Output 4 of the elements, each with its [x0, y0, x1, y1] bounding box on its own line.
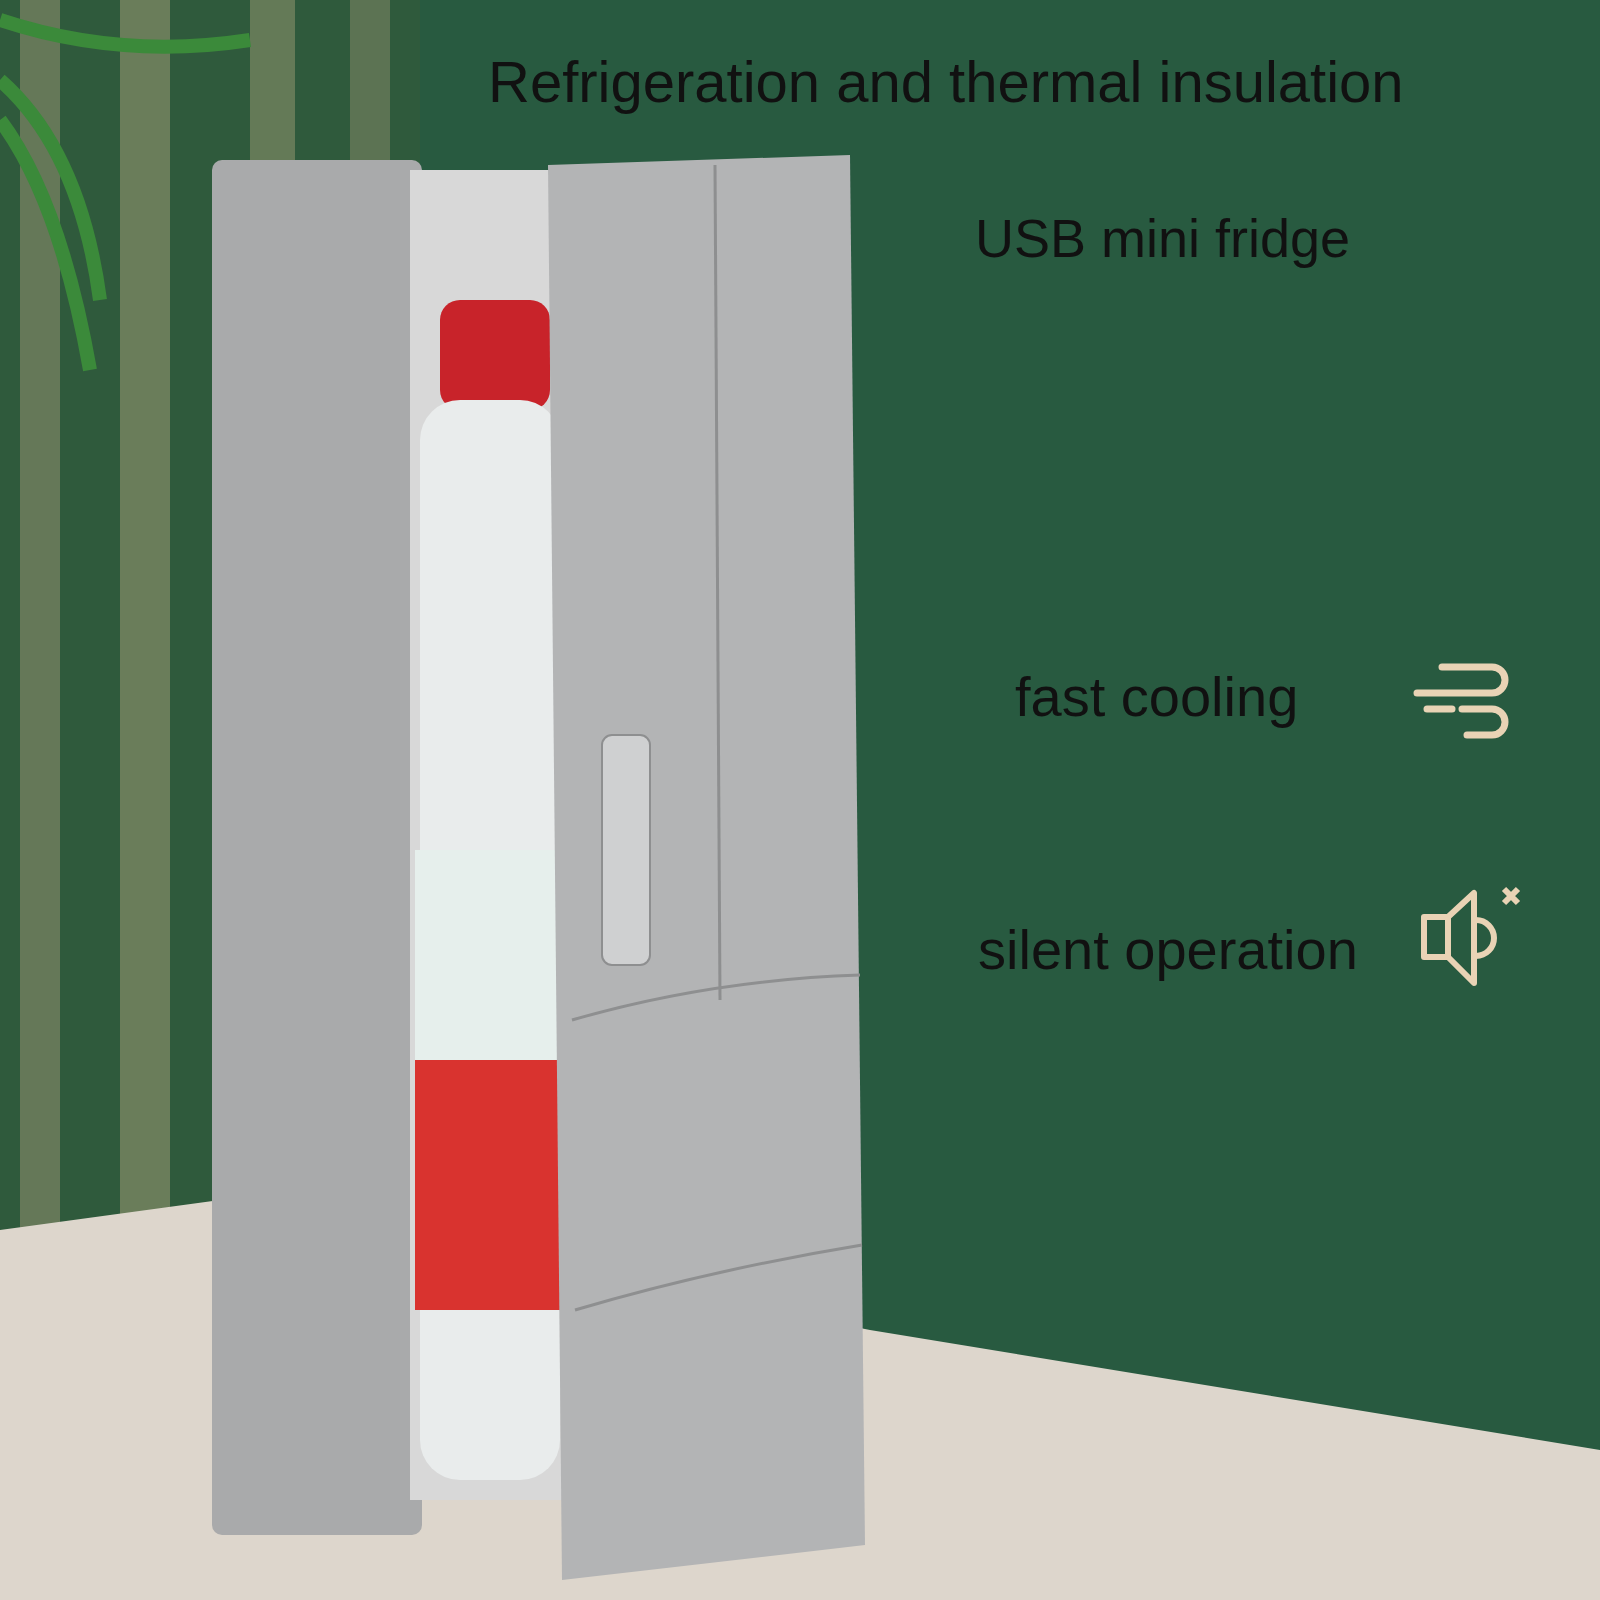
feature-label: USB mini fridge [975, 207, 1351, 270]
title: Refrigeration and thermal insulation [488, 48, 1404, 116]
feature-label: silent operation [978, 917, 1358, 983]
feature-label: fast cooling [1015, 664, 1299, 730]
